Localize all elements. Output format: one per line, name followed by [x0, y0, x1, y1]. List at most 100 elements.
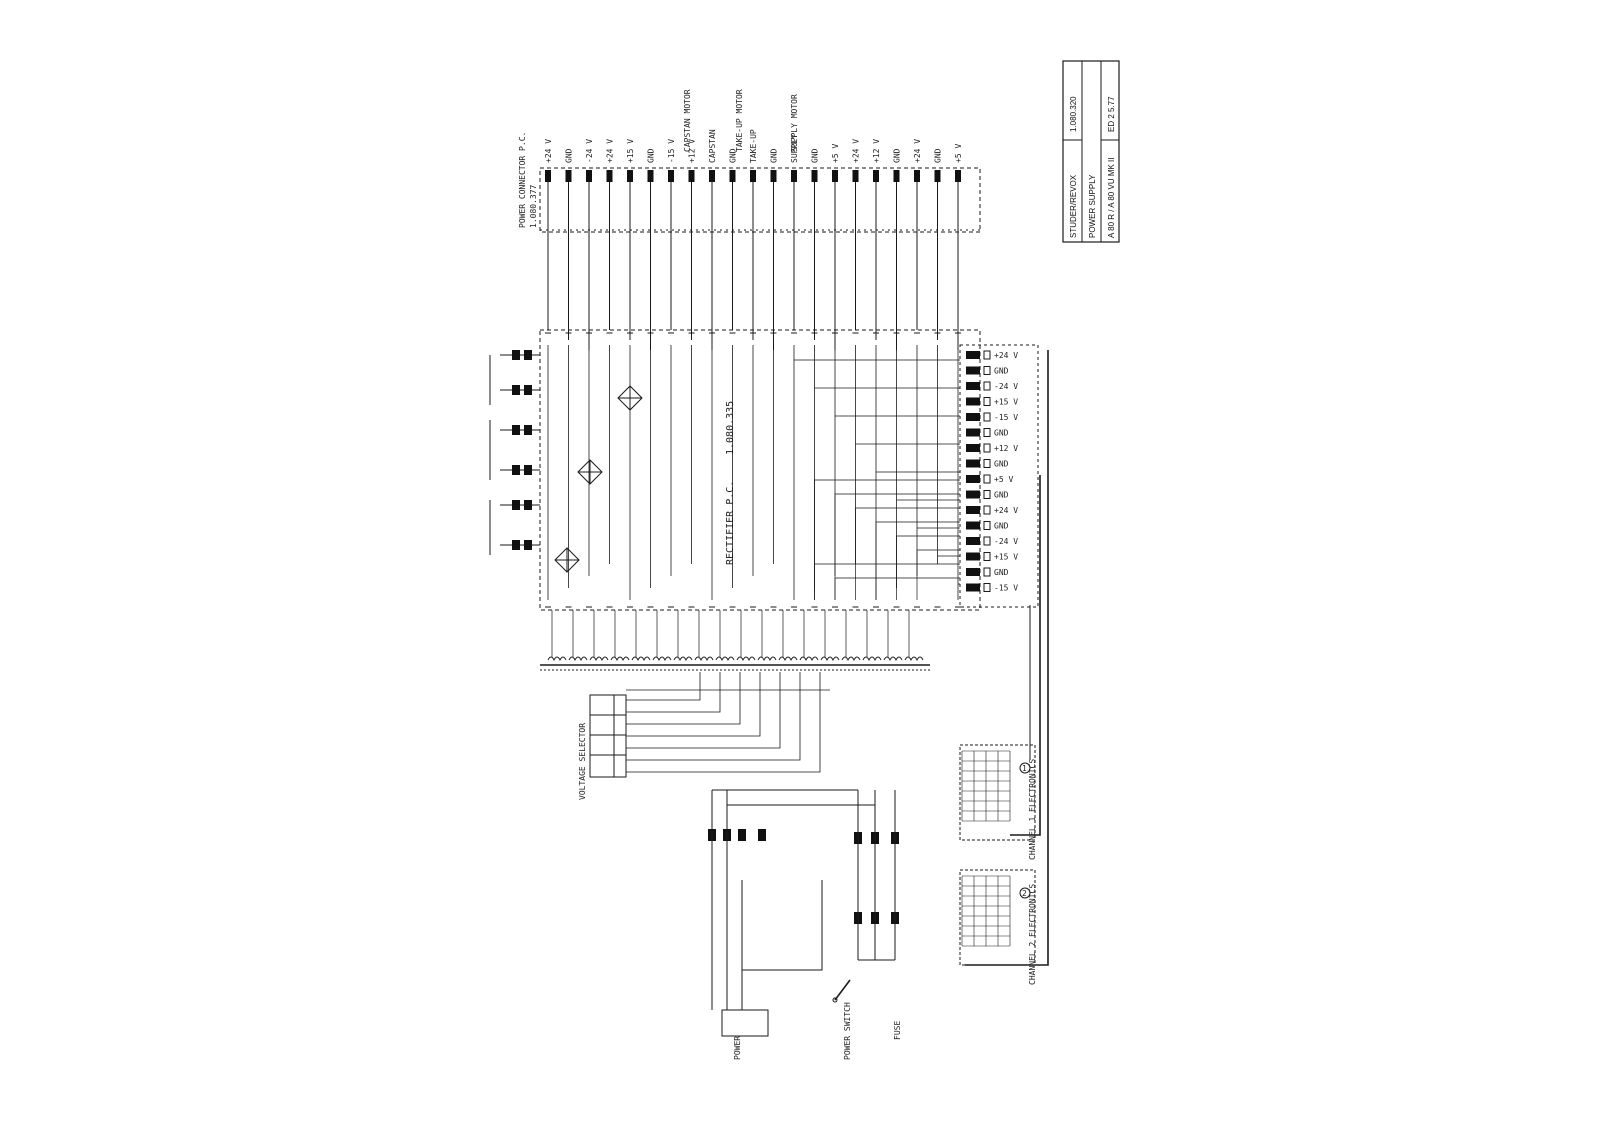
top-pin	[873, 170, 879, 182]
bus-wire	[814, 563, 960, 600]
top-pin	[934, 170, 941, 182]
winding	[883, 656, 903, 662]
right-pin-label: +15 V	[994, 553, 1018, 562]
rectifier-number: 1.080.335	[725, 401, 736, 455]
top-pin	[811, 170, 818, 182]
bus-wire	[875, 521, 960, 600]
capacitor	[512, 465, 520, 475]
model-name: A 80 R / A 80 VU MK II	[1107, 158, 1116, 238]
right-pin-socket	[983, 459, 991, 468]
fuse	[758, 829, 766, 841]
right-pin	[966, 459, 980, 468]
supply-motor-label: SUPPLY MOTOR	[790, 94, 799, 152]
right-pin-label: -24 V	[994, 382, 1018, 391]
capacitor	[524, 500, 532, 510]
capacitor	[524, 385, 532, 395]
top-pin-label: GND	[565, 148, 574, 163]
capacitor	[512, 385, 520, 395]
right-pin-socket	[983, 412, 991, 422]
top-pin	[688, 170, 695, 182]
power-connector-number: 1.080.377	[529, 184, 538, 228]
right-pin-socket	[983, 366, 991, 375]
bus-wire	[896, 535, 960, 600]
top-pin	[586, 170, 592, 182]
selector-lead	[626, 672, 741, 725]
top-pin-label: +24 V	[544, 139, 553, 163]
drawing-title: POWER SUPPLY	[1088, 174, 1097, 238]
top-pin	[668, 170, 674, 182]
ch1-label: CHANNEL 1 ELECTRONICS	[1028, 759, 1037, 860]
bus-wire	[916, 549, 960, 600]
bridge-rectifier-3	[617, 385, 643, 411]
right-pin	[966, 552, 980, 561]
voltage-selector[interactable]: VOLTAGE SELECTOR	[578, 694, 627, 800]
right-pin	[966, 583, 980, 592]
winding	[715, 656, 735, 662]
channel-2-block: 2 CHANNEL 2 ELECTRONICS	[959, 869, 1037, 985]
right-pin-label: GND	[994, 460, 1009, 469]
right-pin	[966, 537, 980, 545]
top-pin	[770, 170, 777, 182]
capacitor-bank	[489, 350, 540, 555]
selector-lead	[626, 672, 721, 713]
ch2-number: 2	[1022, 889, 1027, 898]
bridge-rectifier-1	[554, 547, 580, 573]
right-pin-socket	[983, 397, 991, 406]
power-switch-label: POWER SWITCH	[843, 1002, 852, 1060]
right-pin-label: +12 V	[994, 444, 1018, 453]
selector-lead	[626, 672, 701, 701]
power-switch[interactable]: POWER SWITCH	[832, 979, 852, 1060]
right-pin	[966, 366, 980, 375]
top-pin-label: SUPPLY	[790, 134, 799, 163]
mains-wire	[742, 880, 823, 971]
top-pin-label: +24 V	[852, 139, 861, 163]
winding	[820, 656, 840, 662]
voltage-selector-label: VOLTAGE SELECTOR	[578, 723, 587, 800]
right-pin-socket	[983, 381, 991, 391]
winding	[568, 656, 588, 662]
right-pin-socket	[983, 350, 991, 360]
right-pin	[966, 568, 980, 576]
top-pin-label: GND	[934, 148, 943, 163]
right-pin-socket	[983, 583, 991, 592]
top-pin	[729, 170, 736, 182]
bus-wire	[834, 577, 960, 600]
capacitor	[512, 425, 520, 435]
right-pin-label: GND	[994, 522, 1009, 531]
capstan-motor-label: CAPSTAN MOTOR	[683, 89, 692, 152]
right-pin-label: -15 V	[994, 584, 1018, 593]
top-pin	[750, 170, 756, 182]
top-pin	[709, 170, 715, 182]
edition: ED 2 5.77	[1107, 96, 1116, 132]
right-pin-socket	[983, 428, 991, 437]
drawing-number: 1.080.320	[1069, 96, 1078, 132]
right-pin-label: +15 V	[994, 398, 1018, 407]
bus-wire	[834, 493, 960, 600]
right-pin	[966, 444, 980, 452]
right-pin-label: GND	[994, 429, 1009, 438]
power-connector-label: POWER CONNECTOR P.C.	[518, 132, 527, 228]
top-pin	[955, 170, 961, 182]
right-pin	[966, 382, 980, 390]
top-pin	[627, 170, 633, 182]
top-pin-label: -15 V	[667, 139, 676, 163]
title-block: STUDER/REVOX 1.080.320 POWER SUPPLY A 80…	[1062, 60, 1120, 243]
channel-1-block: 1 CHANNEL 1 ELECTRONICS	[959, 744, 1037, 860]
selector-lead	[626, 672, 761, 737]
ch2-label: CHANNEL 2 ELECTRONICS	[1028, 884, 1037, 985]
right-pin	[966, 351, 980, 359]
top-pin-label: TAKE-UP	[749, 129, 758, 163]
mains-connector: POWER	[721, 1009, 769, 1060]
company-name: STUDER/REVOX	[1069, 174, 1078, 238]
winding	[610, 656, 630, 662]
right-pin	[966, 413, 980, 421]
mains-wire	[712, 789, 875, 806]
right-pin-socket	[983, 490, 991, 499]
top-pin-label: +12 V	[872, 139, 881, 163]
right-pin-socket	[983, 521, 991, 530]
mains-wire	[857, 790, 896, 960]
top-pin-label: +24 V	[606, 139, 615, 163]
